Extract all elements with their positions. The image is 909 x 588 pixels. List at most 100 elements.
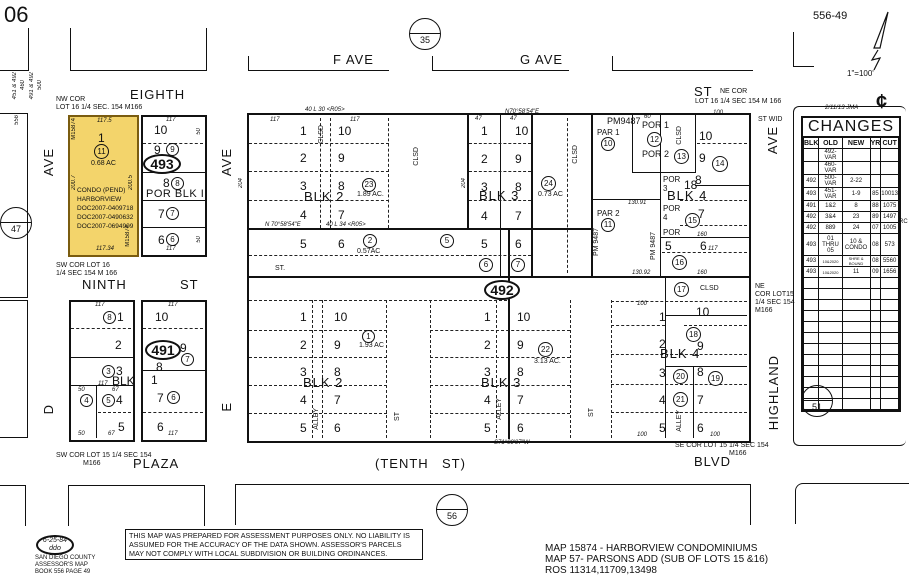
parcel-number[interactable]: 4 xyxy=(80,394,93,407)
parcel-number[interactable]: 19 xyxy=(708,371,723,386)
parcel-number[interactable]: 8 xyxy=(103,311,116,324)
portion-label: POR 3 xyxy=(663,175,681,193)
parcel-number[interactable]: 5 xyxy=(440,234,454,248)
parcel-number[interactable]: 15 xyxy=(685,213,700,228)
parcel-number[interactable]: 10 xyxy=(601,137,615,151)
parcel-number[interactable]: 11 xyxy=(601,218,615,232)
page-ref-right[interactable]: 51 xyxy=(801,385,833,417)
lot-number: 10 xyxy=(155,310,169,324)
lot-number: 9 xyxy=(517,338,524,352)
parcel-number[interactable]: 16 xyxy=(672,255,687,270)
parcel-map-ref: PM 9487 xyxy=(650,232,657,261)
lot-number: 9 xyxy=(338,151,345,165)
lot-number: 8 xyxy=(517,365,524,379)
corner-note-ne: NE COR xyxy=(720,88,748,95)
corner-note-nw: NW COR xyxy=(56,96,86,103)
parcel-number[interactable]: 3 xyxy=(102,365,115,378)
parcel-number[interactable]: 5 xyxy=(102,394,115,407)
lot-line xyxy=(611,300,612,438)
parcel-map-ref: PM9487 xyxy=(607,116,641,126)
margin-ref: 500 xyxy=(37,80,43,91)
lot-number: 4 xyxy=(300,393,307,407)
lot-number: 8 xyxy=(338,179,345,193)
lot-number: 10 xyxy=(699,129,713,143)
margin-ref: 491 & 492 xyxy=(29,72,35,100)
map-scale: 1"=100' xyxy=(847,69,874,78)
lot-line xyxy=(249,357,387,358)
parcel-number[interactable]: 6 xyxy=(167,391,180,404)
street-ave-mid: AVE xyxy=(219,148,234,177)
page-ref-top[interactable]: 35 xyxy=(409,18,441,50)
parcel-number[interactable]: 6 xyxy=(166,233,179,246)
parcel-number[interactable]: 12 xyxy=(647,132,662,147)
road-edge xyxy=(793,32,814,67)
parcel-number[interactable]: 14 xyxy=(712,156,728,172)
portion-label: POR xyxy=(663,228,681,237)
parcel-number[interactable]: 11 xyxy=(94,144,109,159)
condo-acreage: 0.68 AC xyxy=(91,160,116,167)
dim-label: 117 xyxy=(168,431,178,437)
lot-line xyxy=(469,255,531,256)
parcel-number[interactable]: 23 xyxy=(362,178,376,192)
column-header: CUT xyxy=(880,137,899,149)
lot-line xyxy=(695,113,696,173)
dim-label: 117 xyxy=(708,246,718,252)
dim-label: 200.5 xyxy=(128,175,134,191)
lot-number: 5 xyxy=(481,237,488,251)
lot-number: 6 xyxy=(517,421,524,435)
dim-label: 204 xyxy=(461,178,467,189)
lot-line xyxy=(660,237,749,238)
parcel-number[interactable]: 24 xyxy=(541,176,556,191)
parcel-number[interactable]: 2 xyxy=(363,234,377,248)
dim-label: 117.34 xyxy=(96,246,114,252)
lot-line xyxy=(469,143,531,144)
parcel-number[interactable]: 7 xyxy=(166,207,179,220)
lot-number: 1 xyxy=(300,310,307,324)
parcel-number[interactable]: 20 xyxy=(673,369,688,384)
book-number-493[interactable]: 493 xyxy=(143,154,181,174)
corner-note-sw15: M166 xyxy=(83,460,101,467)
corner-note-se15: SE COR LOT 15 1/4 SEC 154 xyxy=(675,442,769,449)
parcel-number[interactable]: 18 xyxy=(686,327,701,342)
lot-line xyxy=(665,315,747,316)
lot-number: 8 xyxy=(163,176,170,190)
lot-line xyxy=(96,385,97,438)
parcel-number[interactable]: 7 xyxy=(181,353,194,366)
lot-line xyxy=(570,300,571,438)
page-ref-bottom[interactable]: 56 xyxy=(436,494,468,526)
condo-parcel-harborview[interactable] xyxy=(68,115,139,257)
parcel-number[interactable]: 1 xyxy=(362,330,375,343)
lot-number: 9 xyxy=(699,151,706,165)
parcel-number[interactable]: 13 xyxy=(674,149,689,164)
parcel-number[interactable]: 21 xyxy=(673,392,688,407)
lot-line xyxy=(249,143,389,144)
book-number-491[interactable]: 491 xyxy=(145,340,181,360)
parcel-acreage: 3.13 AC. xyxy=(534,358,561,365)
lot-line xyxy=(143,370,205,371)
lot-number: 3 xyxy=(300,179,307,193)
condo-doc: DOC2007-0490632 xyxy=(77,214,134,221)
parcel-number[interactable]: 7 xyxy=(511,258,525,272)
bearing-label: N70°58'54"E xyxy=(505,109,540,115)
parcel-number[interactable]: 22 xyxy=(538,342,553,357)
lot-number: 6 xyxy=(697,421,704,435)
road-edge xyxy=(0,113,28,298)
page-ref-left[interactable]: 47 xyxy=(0,207,32,239)
parcel-number[interactable]: 8 xyxy=(171,177,184,190)
book-number-492[interactable]: 492 xyxy=(484,280,520,300)
lot-line xyxy=(430,413,570,414)
corner-note-ne: LOT 16 1/4 SEC 154 M 166 xyxy=(695,98,782,105)
map-number: 556-49 xyxy=(813,10,848,22)
lot-line xyxy=(611,412,747,413)
column-header: OLD xyxy=(818,137,843,149)
parcel-number[interactable]: 6 xyxy=(479,258,493,272)
parcel-number[interactable]: 17 xyxy=(674,282,689,297)
parcel-map-ref: PM 9487 xyxy=(593,228,600,257)
lot-number: 10 xyxy=(515,124,529,138)
margin-ref: 460 xyxy=(20,80,26,91)
road-edge xyxy=(68,485,205,526)
lot-number: 1 xyxy=(659,310,666,324)
